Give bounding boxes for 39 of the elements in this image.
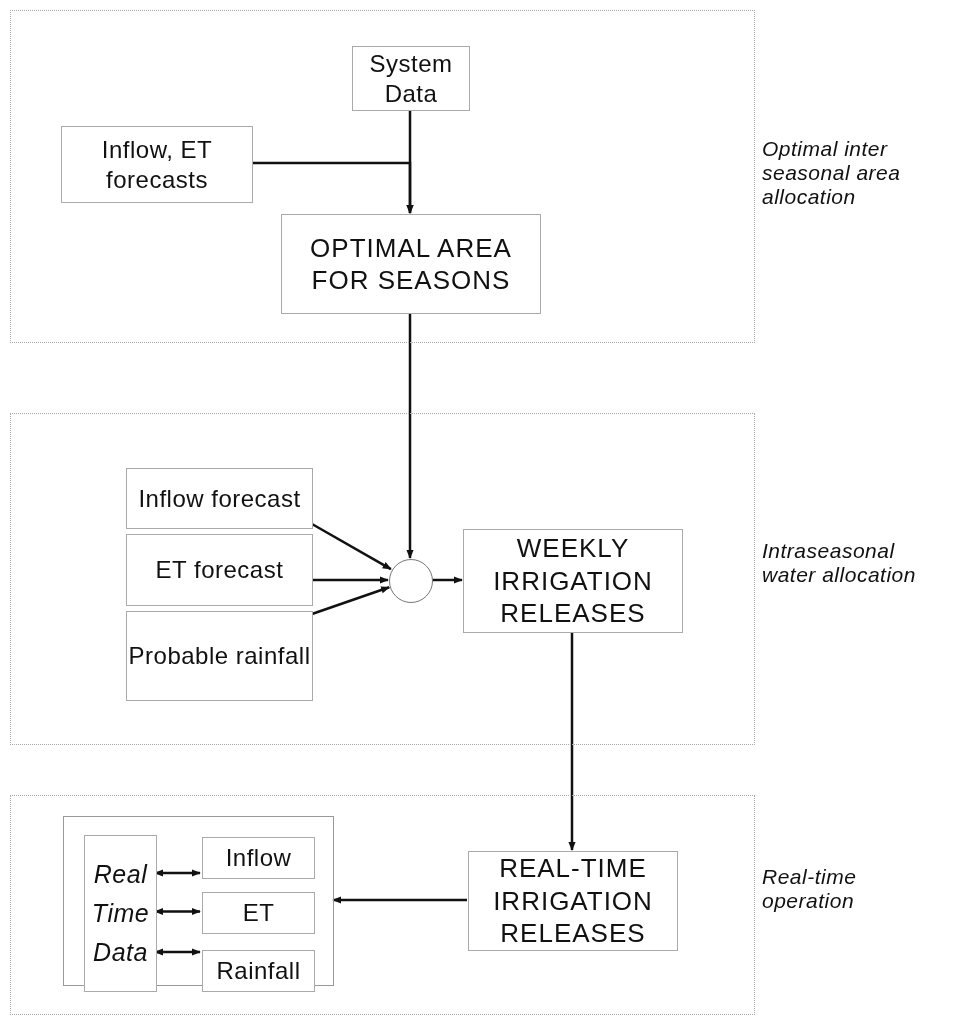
- process-box: [463, 529, 683, 633]
- arrow: [311, 522, 392, 571]
- process-box: [352, 46, 470, 111]
- arrow: [252, 161, 414, 214]
- box-label: ET forecast: [155, 555, 284, 585]
- box-label: Inflow, ET forecasts: [100, 134, 214, 195]
- arrow: [312, 576, 389, 584]
- process-box: [468, 851, 678, 951]
- box-label: Inflow: [225, 843, 292, 873]
- process-box: [84, 835, 157, 992]
- process-box: [61, 126, 253, 203]
- process-box: [126, 611, 313, 701]
- box-label: Real Time Data: [90, 859, 151, 968]
- arrow: [332, 896, 467, 904]
- arrow: [568, 632, 576, 851]
- process-box: [202, 837, 315, 879]
- box-label: Rainfall: [216, 956, 301, 986]
- box-label: System Data: [368, 48, 454, 109]
- stage-label: Intraseasonal water allocation: [762, 539, 917, 588]
- process-box: [202, 892, 315, 934]
- arrow: [311, 586, 391, 616]
- stage-label: Optimal inter seasonal area allocation: [762, 136, 902, 209]
- junction-circle: [389, 559, 433, 603]
- process-box: [126, 534, 313, 606]
- process-box: [126, 468, 313, 529]
- stage-band: [10, 413, 755, 745]
- arrow: [432, 576, 463, 584]
- stage-band: [10, 795, 755, 1015]
- box-label: ET: [242, 898, 275, 928]
- process-box: [202, 950, 315, 992]
- stage-band: [10, 10, 755, 343]
- box-label: Probable rainfall: [128, 641, 311, 671]
- box-label: Inflow forecast: [138, 483, 301, 514]
- box-label: REAL-TIME IRRIGATION RELEASES: [492, 852, 654, 950]
- arrow: [406, 313, 414, 559]
- box-label: OPTIMAL AREA FOR SEASONS: [309, 231, 513, 297]
- stage-label: Real-time operation: [762, 865, 858, 914]
- box-label: WEEKLY IRRIGATION RELEASES: [492, 532, 654, 630]
- process-box: [281, 214, 541, 314]
